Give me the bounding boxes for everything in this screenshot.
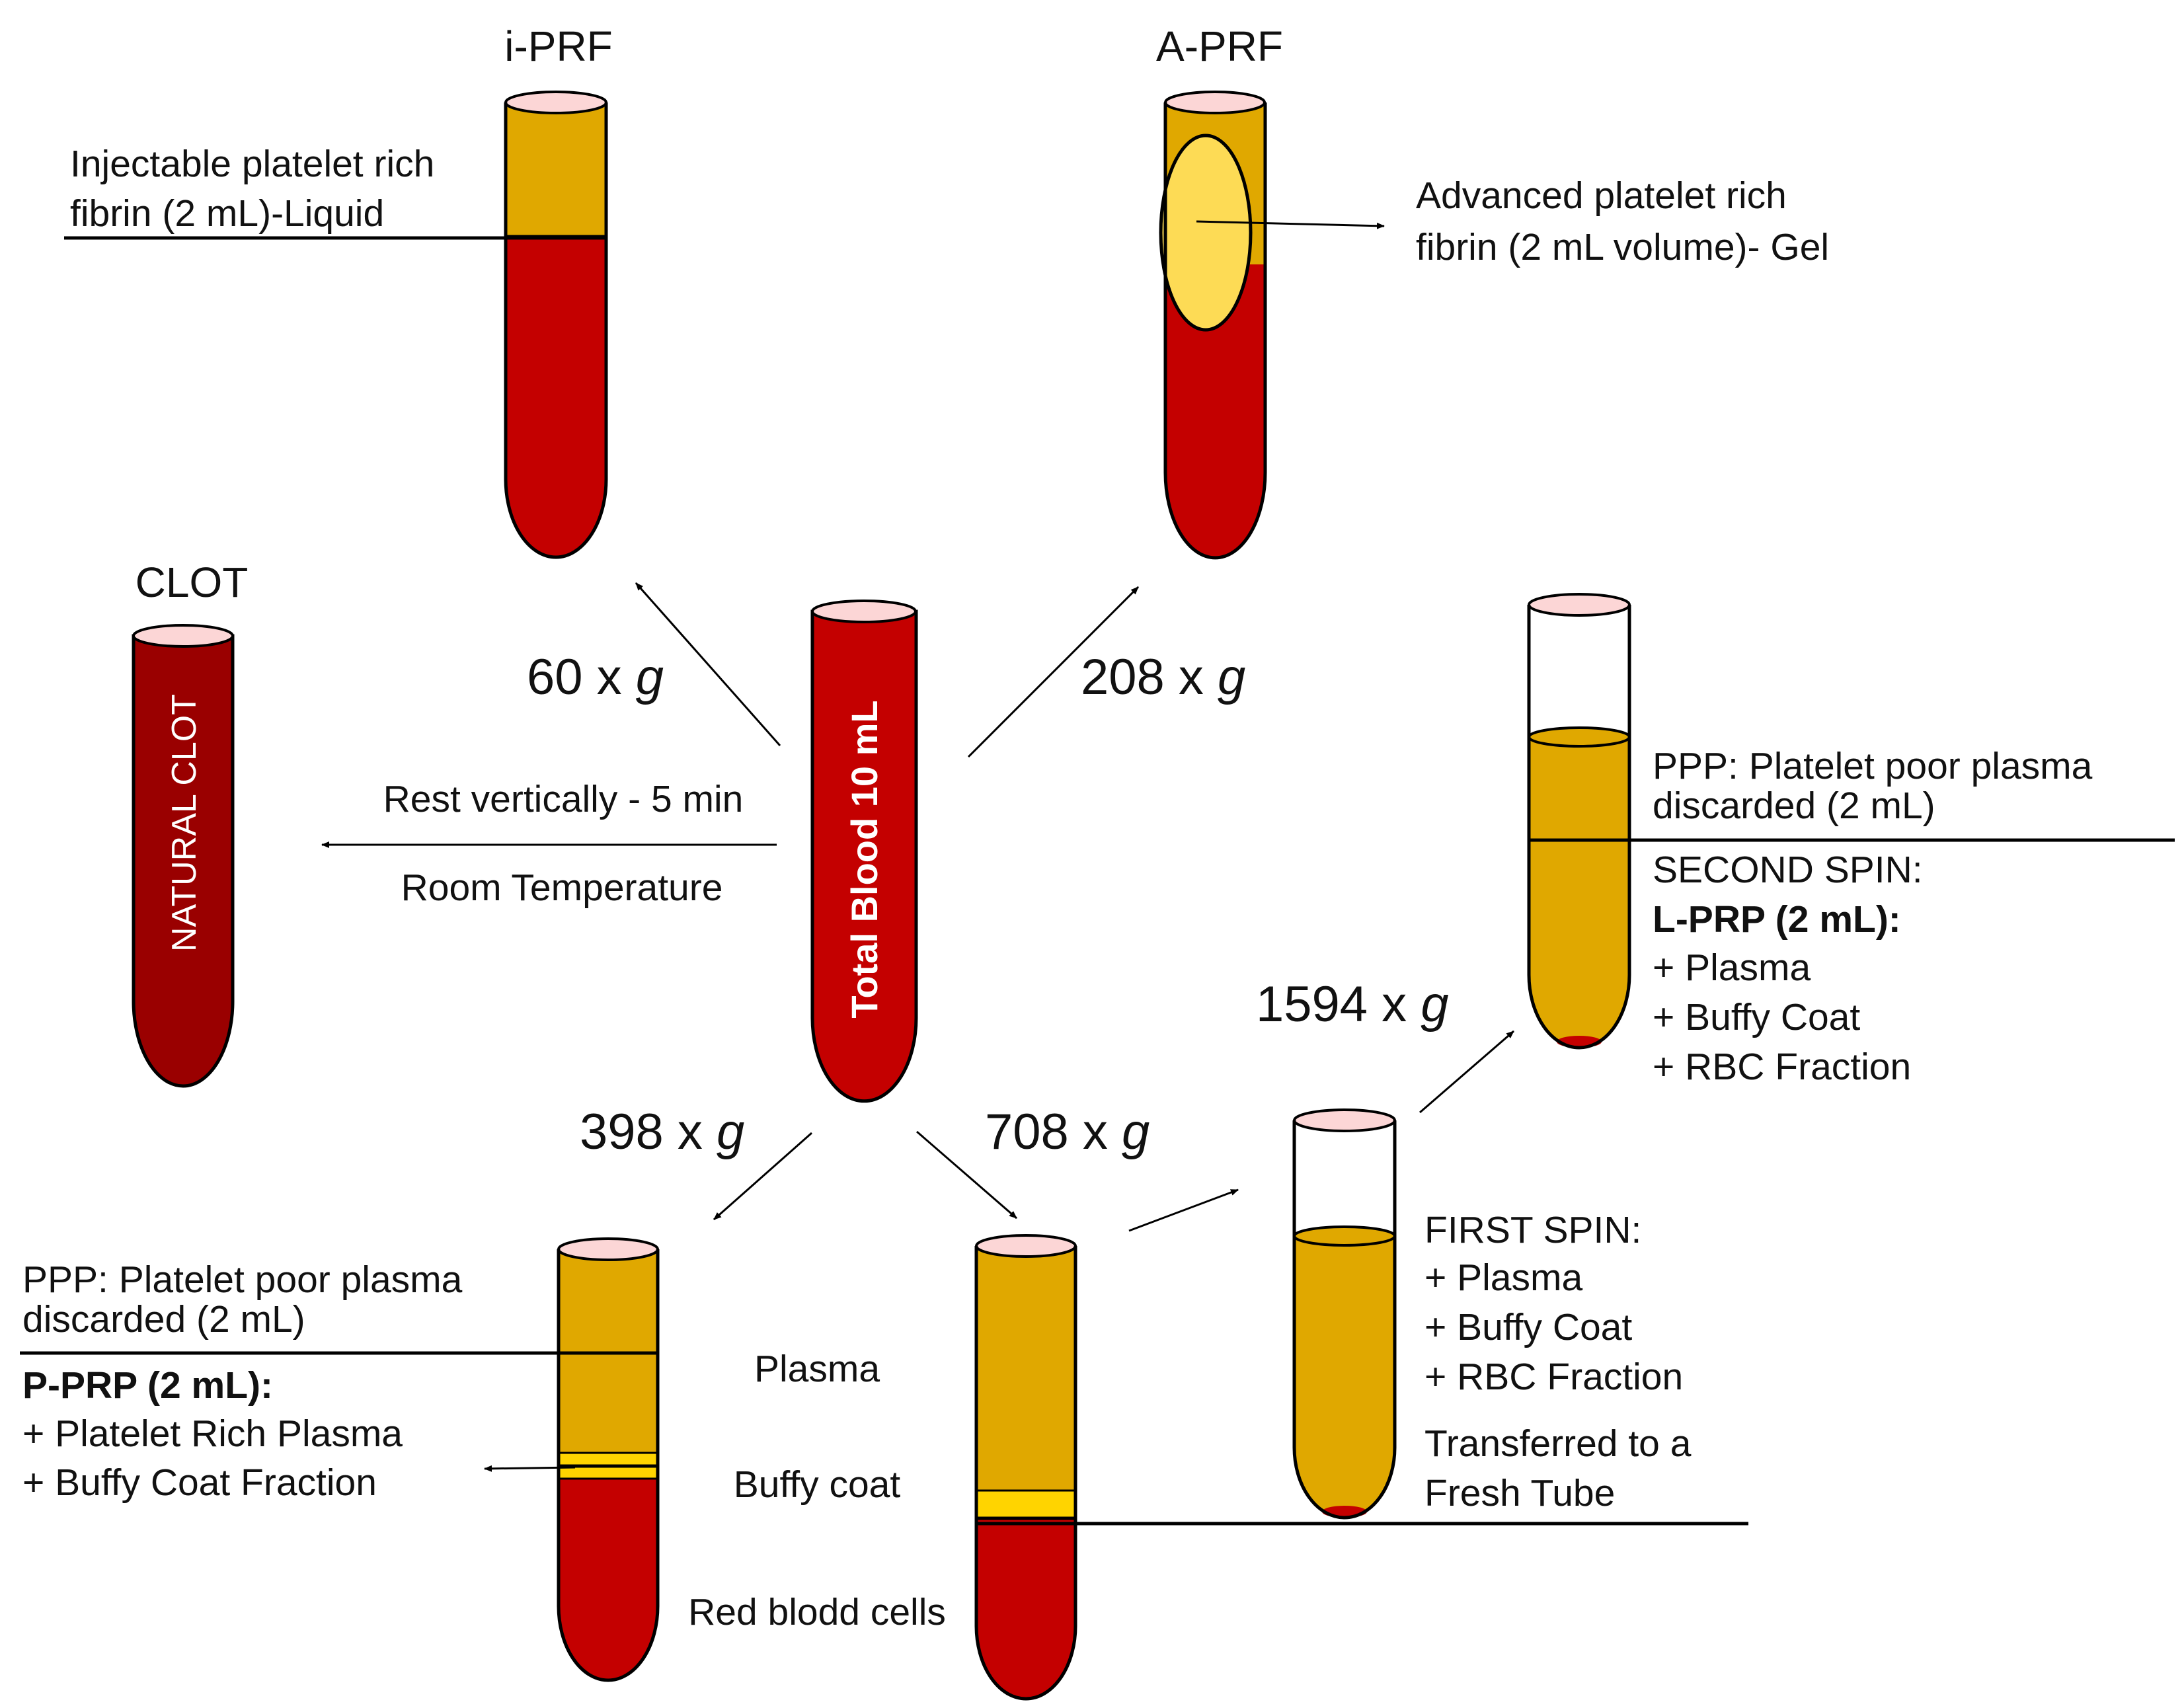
layer-rbc-label: Red blodd cells bbox=[688, 1591, 946, 1633]
first-cap bbox=[1293, 1108, 1396, 1132]
force-aprf: 208 x g bbox=[1081, 649, 1245, 705]
pprp-title: P-PRP (2 mL): bbox=[22, 1364, 273, 1407]
arrow-to-iprf bbox=[635, 582, 781, 746]
arrow-to-layers bbox=[916, 1130, 1017, 1220]
arrow-to-first-spin bbox=[1128, 1188, 1239, 1232]
total-inner-label: Total Blood 10 mL bbox=[843, 700, 885, 1018]
aprf-title: A-PRF bbox=[1156, 22, 1283, 70]
pprp-plasma bbox=[559, 1249, 658, 1479]
iprf-liquid bbox=[506, 102, 606, 237]
aprf-label-line2: fibrin (2 mL volume)- Gel bbox=[1416, 226, 1829, 268]
iprf-blood bbox=[506, 237, 606, 557]
aprf-label-line1: Advanced platelet rich bbox=[1416, 175, 1787, 217]
lprp-cap bbox=[1528, 593, 1631, 617]
first-spin-item2: + Buffy Coat bbox=[1424, 1306, 1632, 1348]
total-cap bbox=[811, 600, 917, 623]
lprp-plasma bbox=[1529, 737, 1629, 1048]
clot-inner-label: NATURAL CLOT bbox=[165, 694, 204, 952]
layers-buffy bbox=[975, 1489, 1077, 1520]
force-second: 1594 x g bbox=[1256, 976, 1449, 1032]
first-plasma bbox=[1294, 1236, 1395, 1518]
layer-plasma-label: Plasma bbox=[754, 1348, 880, 1390]
total-blood-tube bbox=[810, 600, 918, 1103]
pprp-item2: + Buffy Coat Fraction bbox=[22, 1461, 377, 1504]
force-pprp: 398 x g bbox=[580, 1104, 744, 1160]
force-first: 708 x g bbox=[985, 1104, 1150, 1160]
layers-plasma bbox=[976, 1246, 1075, 1491]
iprf-tube bbox=[504, 91, 608, 559]
lprp-item2: + Buffy Coat bbox=[1653, 996, 1860, 1038]
first-transfer-line2: Fresh Tube bbox=[1424, 1472, 1615, 1514]
iprf-cap bbox=[504, 91, 607, 114]
pprp-blood bbox=[559, 1479, 658, 1680]
clot-title: CLOT bbox=[136, 559, 249, 606]
lprp-rbc-bottom bbox=[1557, 1036, 1602, 1048]
aprf-cap bbox=[1164, 91, 1266, 114]
pprp-ppp-line1: PPP: Platelet poor plasma bbox=[22, 1259, 463, 1301]
iprf-label-line1: Injectable platelet rich bbox=[70, 143, 434, 185]
clot-cap bbox=[132, 624, 234, 648]
lprp-tube bbox=[1527, 593, 1631, 1050]
rest-line1: Rest vertically - 5 min bbox=[383, 778, 744, 820]
lprp-second-spin: SECOND SPIN: bbox=[1653, 849, 1923, 891]
arrow-to-aprf bbox=[967, 586, 1140, 758]
first-spin-tube bbox=[1292, 1108, 1397, 1520]
first-spin-title: FIRST SPIN: bbox=[1424, 1209, 1641, 1251]
lprp-ppp-line2: discarded (2 mL) bbox=[1653, 785, 1935, 827]
layers-tube bbox=[974, 1234, 1077, 1701]
layers-cap bbox=[975, 1234, 1077, 1258]
aprf-gel-arrow bbox=[1196, 220, 1385, 229]
arrow-to-second-spin bbox=[1419, 1030, 1514, 1114]
rest-line2: Room Temperature bbox=[401, 867, 723, 909]
pprp-ppp-line2: discarded (2 mL) bbox=[22, 1298, 305, 1340]
pprp-buffy-arrow bbox=[484, 1465, 576, 1472]
lprp-ppp-line1: PPP: Platelet poor plasma bbox=[1653, 745, 2093, 787]
aprf-gel bbox=[1159, 134, 1253, 332]
lprp-title: L-PRP (2 mL): bbox=[1653, 898, 1901, 941]
pprp-tube bbox=[557, 1237, 660, 1682]
first-spin-item3: + RBC Fraction bbox=[1424, 1356, 1683, 1398]
iprf-title: i-PRF bbox=[504, 22, 613, 70]
force-iprf: 60 x g bbox=[527, 649, 664, 705]
pprp-item1: + Platelet Rich Plasma bbox=[22, 1413, 403, 1455]
clot-tube bbox=[132, 624, 235, 1088]
layer-buffy-label: Buffy coat bbox=[734, 1463, 901, 1506]
arrow-to-pprp bbox=[713, 1132, 812, 1221]
lprp-item1: + Plasma bbox=[1653, 947, 1811, 989]
aprf-tube bbox=[1159, 91, 1267, 560]
first-plasma-surface bbox=[1293, 1225, 1396, 1247]
pprp-cap bbox=[557, 1237, 659, 1261]
first-transfer-line1: Transferred to a bbox=[1424, 1422, 1692, 1465]
iprf-label-line2: fibrin (2 mL)-Liquid bbox=[70, 192, 384, 235]
lprp-plasma-surface bbox=[1528, 726, 1631, 748]
first-spin-item1: + Plasma bbox=[1424, 1257, 1582, 1299]
lprp-item3: + RBC Fraction bbox=[1653, 1046, 1911, 1088]
aprf-blood bbox=[1165, 264, 1265, 558]
layers-blood bbox=[976, 1518, 1075, 1699]
